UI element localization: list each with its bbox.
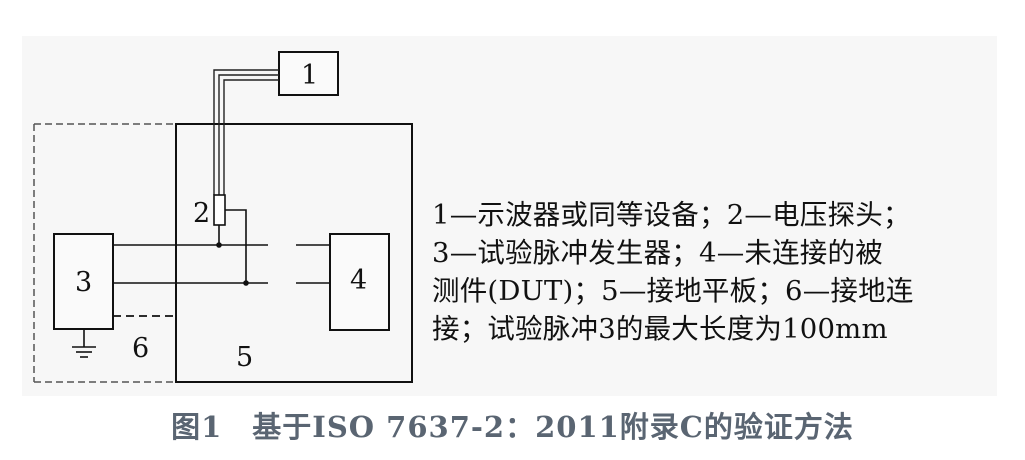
dut-box [329, 233, 390, 331]
dut-leads [296, 244, 330, 284]
outer-dashed-boundary [33, 123, 176, 383]
probe-ground-lead [225, 209, 247, 283]
earth-ground-icon [72, 329, 96, 358]
figure-panel [22, 36, 997, 396]
generator-leads [113, 244, 268, 284]
voltage-probe [213, 194, 226, 226]
ground-plane-box [175, 123, 413, 383]
legend-line: 3—试验脉冲发生器；4—未连接的被 [432, 237, 883, 269]
figure-caption: 图1 基于ISO 7637-2：2011附录C的验证方法 [171, 410, 854, 444]
label-generator: 3 [75, 267, 92, 298]
label-probe: 2 [193, 198, 210, 229]
probe-cable [213, 69, 279, 195]
label-dut: 4 [350, 265, 367, 296]
legend-line: 接；试验脉冲3的最大长度为100mm [432, 313, 888, 345]
label-ground-connection: 6 [132, 333, 149, 364]
legend-line: 1—示波器或同等设备；2—电压探头； [432, 199, 911, 231]
legend: 1—示波器或同等设备；2—电压探头； 3—试验脉冲发生器；4—未连接的被 测件(… [432, 196, 1017, 348]
legend-line: 测件(DUT)；5—接地平板；6—接地连 [432, 275, 914, 307]
oscilloscope-box [278, 51, 339, 96]
label-oscilloscope: 1 [301, 60, 318, 91]
label-ground-plane: 5 [236, 342, 253, 373]
